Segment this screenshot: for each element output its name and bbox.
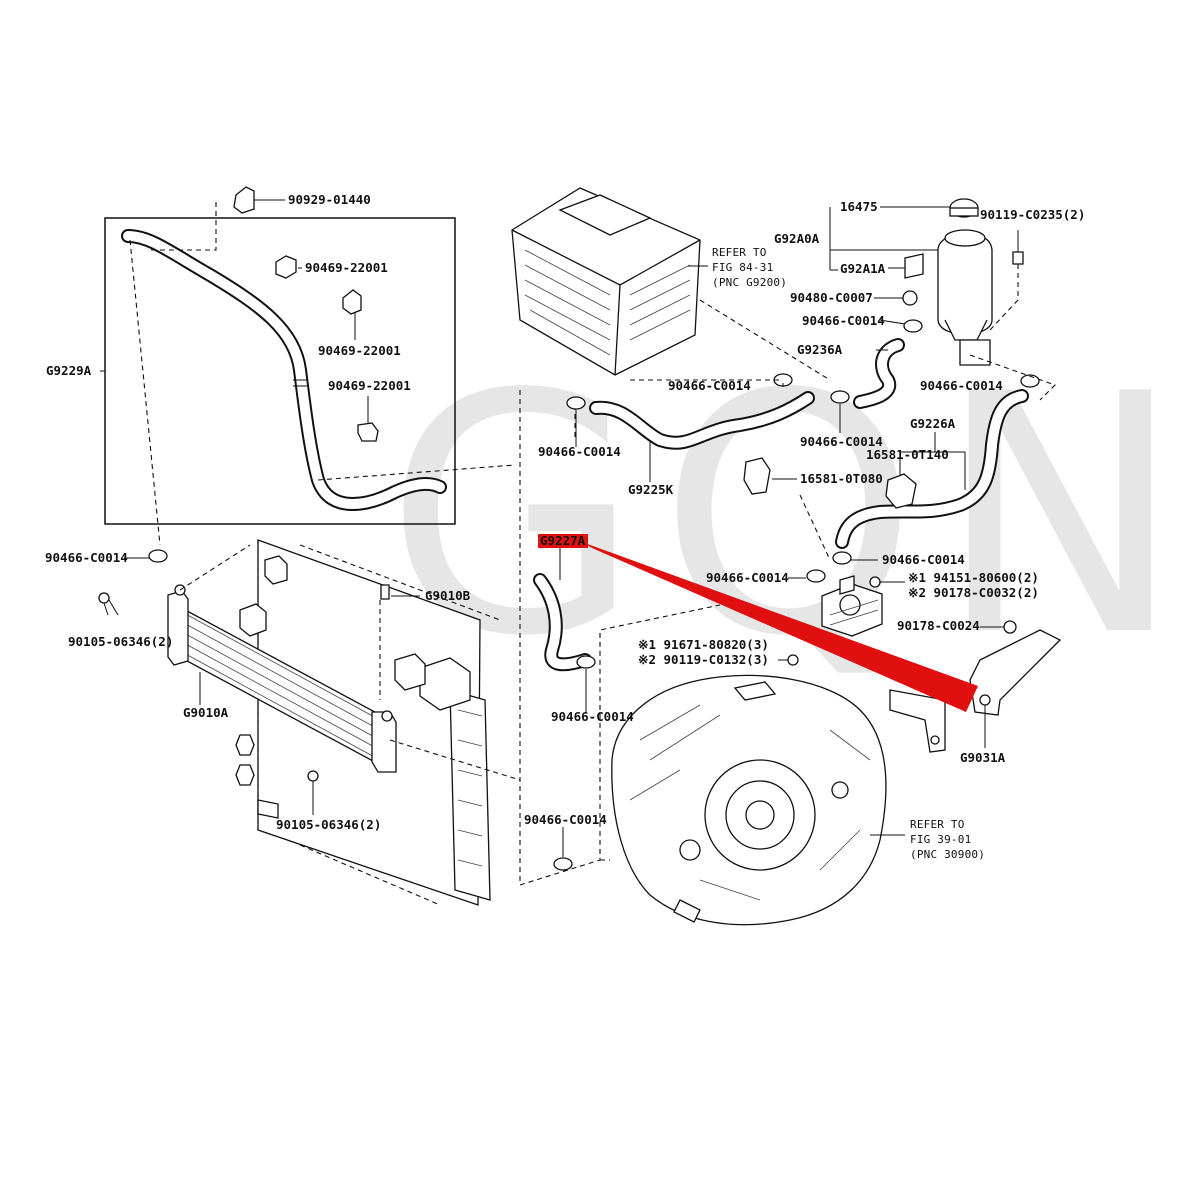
callout-90466-m7[interactable]: 90466-C0014: [524, 812, 607, 827]
highlight-label-box: [538, 534, 588, 548]
callout-16581-0t140[interactable]: 16581-0T140: [866, 447, 949, 462]
hose-g9226a[interactable]: [835, 389, 1029, 549]
hose-g9227a[interactable]: [533, 573, 592, 672]
clip-16581-0t140[interactable]: [885, 473, 917, 509]
refer-fig39-line1: REFER TO: [910, 818, 965, 831]
hose-g9225k[interactable]: [589, 391, 815, 450]
clamp-90466-m5[interactable]: [806, 569, 826, 583]
callout-90469-22001-b[interactable]: 90469-22001: [318, 343, 401, 358]
inverter-assembly[interactable]: [511, 187, 701, 376]
electric-water-pump[interactable]: [821, 575, 883, 637]
transaxle-assembly[interactable]: [611, 674, 887, 926]
callout-94151-80600[interactable]: ※1 94151-80600(2): [908, 570, 1039, 585]
reservoir-tank[interactable]: [937, 229, 993, 366]
callout-90466-m4[interactable]: 90466-C0014: [882, 552, 965, 567]
highlight-pointer: [582, 542, 978, 712]
callout-16581-0t080[interactable]: 16581-0T080: [800, 471, 883, 486]
clamp-90466-m3[interactable]: [830, 390, 850, 404]
clip-90469-22001-a[interactable]: [275, 255, 297, 279]
callout-90105-06346-b[interactable]: 90105-06346(2): [276, 817, 381, 832]
bolt-91671[interactable]: [787, 654, 799, 666]
refer-fig84-line2: FIG 84-31: [712, 261, 773, 274]
clip-90469-22001-b[interactable]: [342, 289, 362, 315]
callout-labels: 90929-01440 90469-22001 90469-22001 9046…: [45, 192, 1085, 861]
callout-g9236a[interactable]: G9236A: [797, 342, 843, 357]
callout-90119-c0132[interactable]: ※2 90119-C0132(3): [638, 652, 769, 667]
callout-g9229a[interactable]: G9229A: [46, 363, 92, 378]
clamp-90466-left[interactable]: [148, 549, 168, 563]
hose-g9229a[interactable]: [121, 229, 447, 511]
bolt-94151[interactable]: [869, 576, 881, 588]
clamp-90466-m1[interactable]: [566, 396, 586, 410]
clip-16581-0t080[interactable]: [743, 457, 771, 495]
callout-90466-r2[interactable]: 90466-C0014: [920, 378, 1003, 393]
callout-g9031a[interactable]: G9031A: [960, 750, 1006, 765]
gasket-g92a1a[interactable]: [904, 253, 924, 279]
callout-90466-m6[interactable]: 90466-C0014: [551, 709, 634, 724]
callout-90466-m3[interactable]: 90466-C0014: [538, 444, 621, 459]
callout-g9225k[interactable]: G9225K: [628, 482, 674, 497]
plug-90480[interactable]: [902, 290, 918, 306]
refer-fig84-line1: REFER TO: [712, 246, 767, 259]
callout-90929-01440[interactable]: 90929-01440: [288, 192, 371, 207]
callout-90105-06346-a[interactable]: 90105-06346(2): [68, 634, 173, 649]
callout-g9010b[interactable]: G9010B: [425, 588, 471, 603]
refer-fig84-line3: (PNC G9200): [712, 276, 787, 289]
callout-90466-m2[interactable]: 90466-C0014: [800, 434, 883, 449]
bolt-g9010b[interactable]: [380, 584, 390, 600]
callout-90466-r1[interactable]: 90466-C0014: [802, 313, 885, 328]
bolt-90119-c0235[interactable]: [1012, 251, 1024, 265]
callout-g9010a[interactable]: G9010A: [183, 705, 229, 720]
clip-90929-01440[interactable]: [233, 186, 255, 214]
clamp-90466-r2[interactable]: [1020, 374, 1040, 388]
callout-90466-left[interactable]: 90466-C0014: [45, 550, 128, 565]
callout-g9226a[interactable]: G9226A: [910, 416, 956, 431]
callout-90469-22001-c[interactable]: 90469-22001: [328, 378, 411, 393]
callout-90178-c0024[interactable]: 90178-C0024: [897, 618, 980, 633]
callout-g92a1a[interactable]: G92A1A: [840, 261, 886, 276]
bolt-90105-b[interactable]: [307, 770, 319, 815]
clamp-90466-m6[interactable]: [576, 655, 596, 669]
bracket-g9031a[interactable]: [889, 629, 1062, 753]
clamp-90466-m7[interactable]: [553, 857, 573, 871]
callout-90480-c0007[interactable]: 90480-C0007: [790, 290, 873, 305]
callout-90119-c0235[interactable]: 90119-C0235(2): [980, 207, 1085, 222]
clamp-90466-m4[interactable]: [832, 551, 852, 565]
callout-g92a0a[interactable]: G92A0A: [774, 231, 820, 246]
clamp-90466-r1[interactable]: [903, 319, 923, 333]
refer-fig39-line3: (PNC 30900): [910, 848, 985, 861]
callout-90178-c0032[interactable]: ※2 90178-C0032(2): [908, 585, 1039, 600]
hose-g9236a[interactable]: [853, 338, 905, 409]
bolt-90105-a[interactable]: [98, 592, 110, 616]
refer-fig39-line2: FIG 39-01: [910, 833, 971, 846]
watermark-text: GQN: [385, 324, 1200, 708]
callout-90466-m1[interactable]: 90466-C0014: [668, 378, 751, 393]
callout-91671-80820[interactable]: ※1 91671-80820(3): [638, 637, 769, 652]
clip-90469-22001-c[interactable]: [357, 422, 379, 442]
callout-90466-m5[interactable]: 90466-C0014: [706, 570, 789, 585]
cap-16475[interactable]: [949, 198, 979, 218]
bolt-90178-c0024[interactable]: [1003, 620, 1017, 634]
callout-90469-22001-a[interactable]: 90469-22001: [305, 260, 388, 275]
callout-16475[interactable]: 16475: [840, 199, 878, 214]
callout-g9227a[interactable]: G9227A: [540, 533, 586, 548]
